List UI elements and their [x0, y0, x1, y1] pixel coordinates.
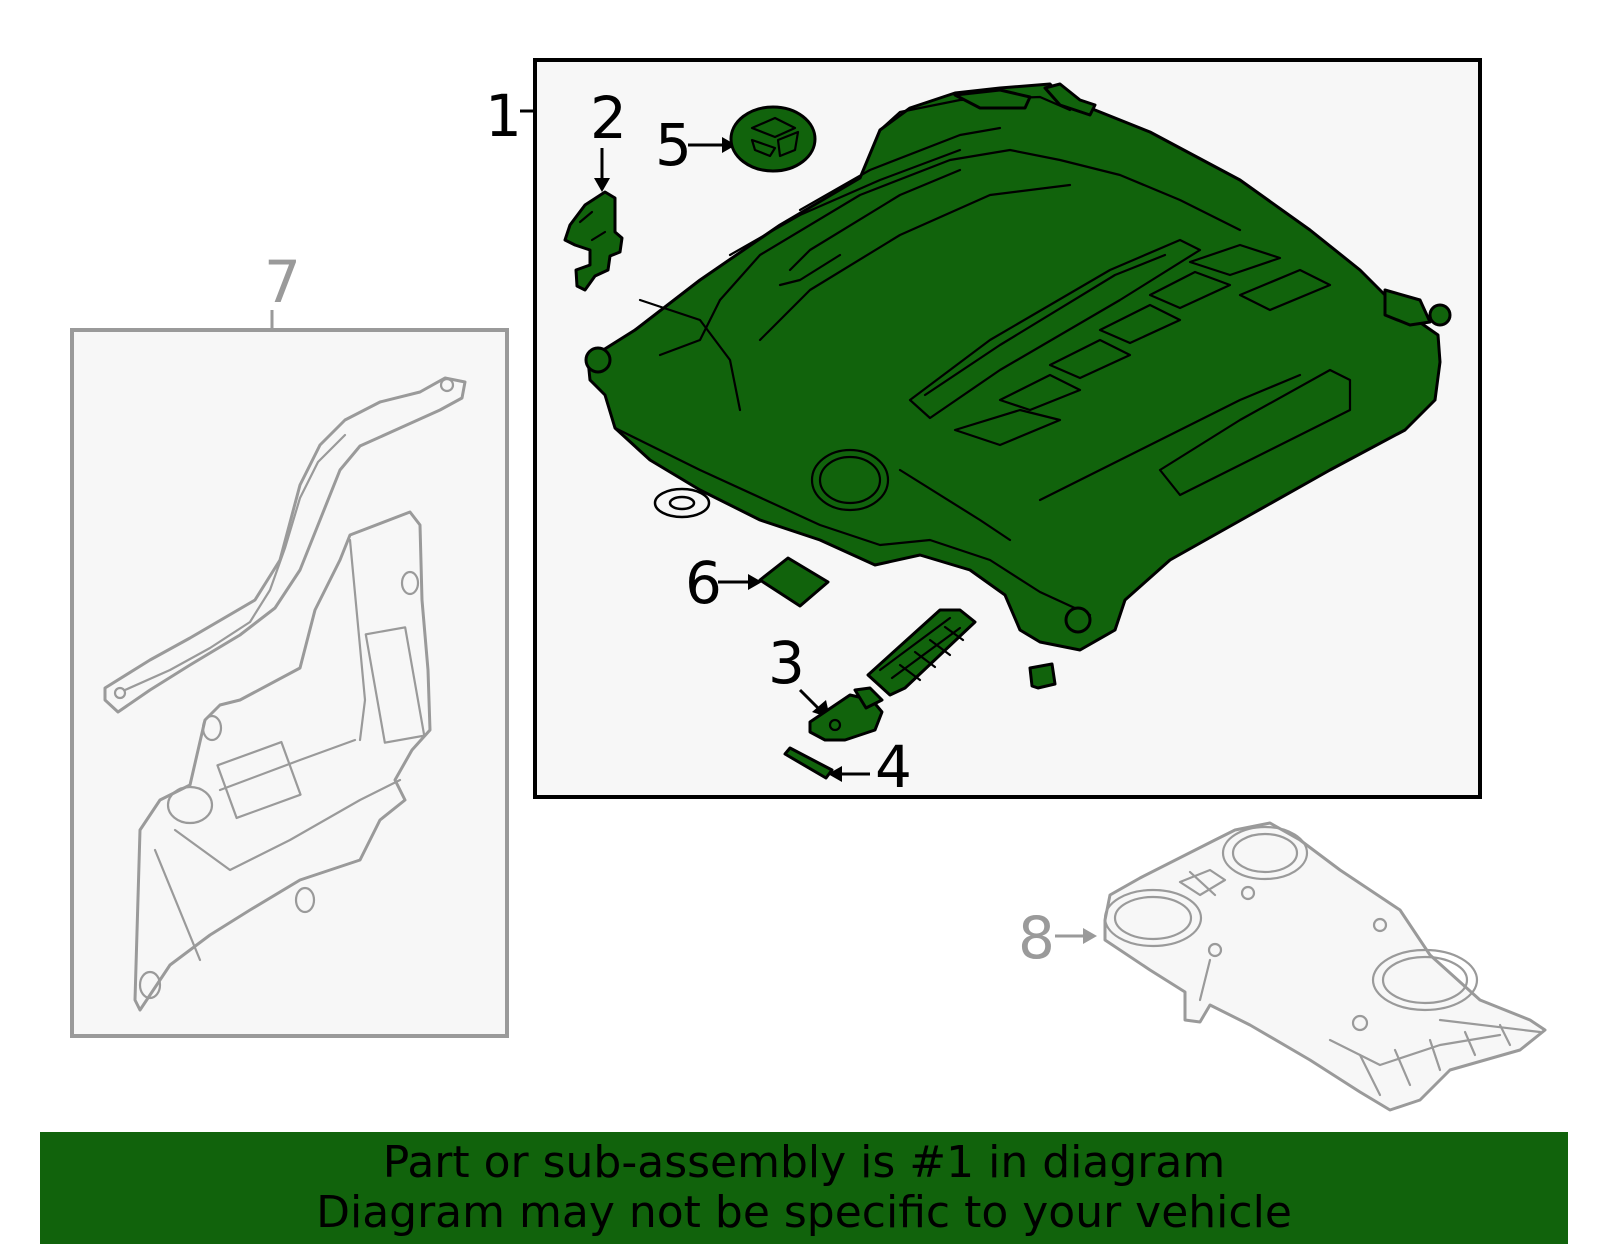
callout-2[interactable]: 2 — [590, 84, 627, 152]
callout-3[interactable]: 3 — [768, 629, 805, 697]
emblem-part-5[interactable] — [729, 105, 817, 173]
banner-line-1: Part or sub-assembly is #1 in diagram — [382, 1137, 1226, 1188]
arrow-8 — [1083, 928, 1097, 944]
washer[interactable] — [653, 487, 711, 519]
bracket-part-2[interactable] — [563, 190, 624, 292]
arrow-6 — [748, 574, 762, 590]
leader-3 — [798, 688, 822, 712]
callout-6[interactable]: 6 — [685, 549, 722, 617]
callout-5[interactable]: 5 — [655, 111, 692, 179]
clip-part-3[interactable] — [808, 608, 977, 742]
splash-shield-part-7[interactable] — [103, 376, 467, 1012]
callout-4[interactable]: 4 — [875, 733, 912, 801]
banner-line-2: Diagram may not be specific to your vehi… — [316, 1187, 1292, 1238]
callout-1[interactable]: 1 — [485, 82, 522, 150]
arrow-4 — [828, 766, 842, 782]
strip-part-4[interactable] — [783, 746, 834, 780]
callout-7[interactable]: 7 — [264, 248, 301, 316]
arrow-2 — [594, 178, 610, 192]
arrow-5 — [722, 137, 736, 153]
pad-part-6[interactable] — [758, 556, 830, 608]
callout-8[interactable]: 8 — [1018, 904, 1055, 972]
timing-cover-part-8[interactable] — [1103, 821, 1547, 1112]
info-banner: Part or sub-assembly is #1 in diagram Di… — [40, 1132, 1568, 1244]
engine-cover-part-1[interactable] — [584, 82, 1452, 652]
small-clip[interactable] — [1028, 662, 1057, 690]
